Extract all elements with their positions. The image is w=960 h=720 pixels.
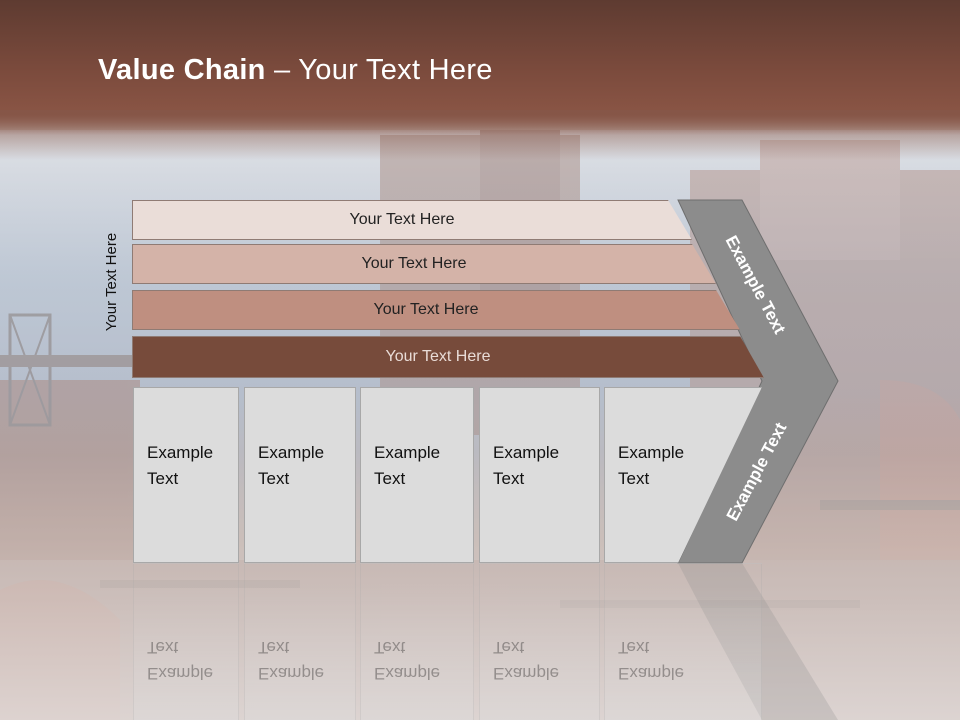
reflection-line2: Text [618, 638, 650, 657]
reflection-line1: Example [618, 664, 685, 683]
chain-bar-4: Your Text Here [132, 336, 764, 378]
activity-box-line2: Text [147, 469, 179, 488]
slide-title: Value Chain – Your Text Here [98, 54, 493, 94]
reflection-line1: Example [374, 664, 441, 683]
chain-bar-label: Your Text Here [349, 211, 455, 228]
reflection-line2: Text [258, 638, 290, 657]
reflection-line2: Text [374, 638, 406, 657]
chain-bar-2: Your Text Here [132, 244, 716, 284]
reflection-line1: Example [493, 664, 560, 683]
chain-bar-1: Your Text Here [132, 200, 692, 240]
activity-box-reflection-text: Example Text [618, 634, 761, 686]
activity-box-reflection: Example Text [604, 563, 762, 720]
activity-box-line1: Example [374, 443, 441, 462]
activity-box-line1: Example [618, 443, 685, 462]
reflection-line1: Example [147, 664, 214, 683]
activity-box-reflection-text: Example Text [147, 634, 238, 686]
chain-bar-label: Your Text Here [361, 255, 467, 272]
activity-box-line2: Text [618, 469, 650, 488]
activity-box-line1: Example [258, 443, 325, 462]
activity-box-reflection: Example Text [244, 563, 356, 720]
chain-bar-label: Your Text Here [385, 348, 491, 365]
activity-box-reflection-body: Example Text [360, 563, 474, 720]
activity-box-line2: Text [493, 469, 525, 488]
activity-box-reflection-text: Example Text [493, 634, 599, 686]
title-bold: Value Chain [98, 54, 266, 86]
reflection-line1: Example [258, 664, 325, 683]
activity-box-reflection-body: Example Text [244, 563, 356, 720]
title-rest: – Your Text Here [265, 54, 493, 86]
activity-box-line1: Example [493, 443, 560, 462]
activity-box-reflection-body: Example Text [133, 563, 239, 720]
activity-box-reflection-text: Example Text [258, 634, 355, 686]
activity-box-line2: Text [374, 469, 406, 488]
activity-box-reflection: Example Text [133, 563, 239, 720]
chain-bar-label: Your Text Here [373, 301, 479, 318]
activity-box-reflection-body: Example Text [604, 563, 762, 720]
activity-box-reflection: Example Text [360, 563, 474, 720]
activity-box-line1: Example [147, 443, 214, 462]
activity-box-reflection-body: Example Text [479, 563, 600, 720]
activity-box-line2: Text [258, 469, 290, 488]
chain-bar-3: Your Text Here [132, 290, 740, 330]
activity-box-reflection: Example Text [479, 563, 600, 720]
reflection-line2: Text [493, 638, 525, 657]
reflection-line2: Text [147, 638, 179, 657]
header-band-fade [0, 110, 960, 160]
activity-box-reflection-text: Example Text [374, 634, 473, 686]
